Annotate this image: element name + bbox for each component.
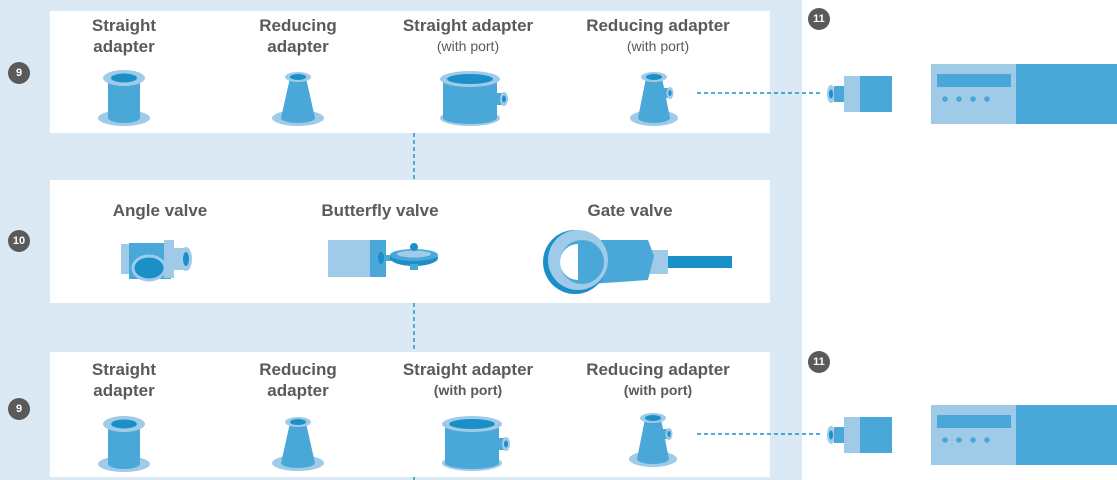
label-line1: Reducing: [259, 16, 337, 35]
label-line2: adapter: [267, 381, 329, 400]
label-top-straight-adapter-port: Straight adapter (with port): [378, 15, 558, 57]
label-gate-valve: Gate valve: [560, 200, 700, 221]
top-reducing-adapter-port-icon: [630, 72, 678, 126]
label-line1: Straight: [91, 360, 157, 379]
bottom-gauge-icon: [827, 405, 1117, 465]
label-line2: adapter: [93, 37, 155, 56]
label-angle-valve: Angle valve: [90, 200, 230, 221]
angle-valve-icon: [121, 240, 192, 282]
butterfly-valve-icon: [328, 240, 438, 277]
top-gauge-icon: [827, 64, 1117, 124]
label-top-reducing-adapter-port: Reducing adapter (with port): [563, 15, 753, 57]
label-line1: Straight adapter: [402, 16, 534, 35]
badge-top-row: 9: [8, 62, 30, 84]
label-line1: Butterfly valve: [321, 201, 439, 220]
top-straight-adapter-icon: [98, 70, 150, 126]
label-top-reducing-adapter: Reducing adapter: [238, 15, 358, 57]
label-top-straight-adapter: Straight adapter: [64, 15, 184, 57]
top-straight-adapter-port-icon: [440, 71, 508, 126]
label-line1: Straight: [91, 16, 157, 35]
label-butterfly-valve: Butterfly valve: [300, 200, 460, 221]
badge-bottom-row: 9: [8, 398, 30, 420]
label-line1: Reducing adapter: [586, 360, 730, 379]
label-bottom-reducing-adapter-port: Reducing adapter (with port): [563, 359, 753, 401]
label-bottom-straight-adapter-port: Straight adapter (with port): [378, 359, 558, 401]
label-line1: Angle valve: [112, 201, 208, 220]
label-line1: Gate valve: [587, 201, 673, 220]
label-line2: adapter: [93, 381, 155, 400]
badge-middle-row: 10: [8, 230, 30, 252]
label-line2: (with port): [623, 382, 693, 398]
badge-top-gauge: 11: [808, 8, 830, 30]
label-line2: (with port): [626, 38, 690, 54]
label-line1: Reducing adapter: [586, 16, 730, 35]
bottom-straight-adapter-port-icon: [442, 416, 510, 471]
bottom-straight-adapter-icon: [98, 416, 150, 472]
top-reducing-adapter-icon: [272, 72, 324, 126]
label-line2: adapter: [267, 37, 329, 56]
badge-bottom-gauge: 11: [808, 351, 830, 373]
label-line1: Straight adapter: [402, 360, 534, 379]
bottom-reducing-adapter-port-icon: [629, 413, 677, 467]
label-line2: (with port): [436, 38, 500, 54]
gate-valve-icon: [543, 230, 732, 294]
label-bottom-reducing-adapter: Reducing adapter: [238, 359, 358, 401]
label-line1: Reducing: [259, 360, 337, 379]
label-bottom-straight-adapter: Straight adapter: [64, 359, 184, 401]
label-line2: (with port): [433, 382, 503, 398]
bottom-reducing-adapter-icon: [272, 417, 324, 471]
